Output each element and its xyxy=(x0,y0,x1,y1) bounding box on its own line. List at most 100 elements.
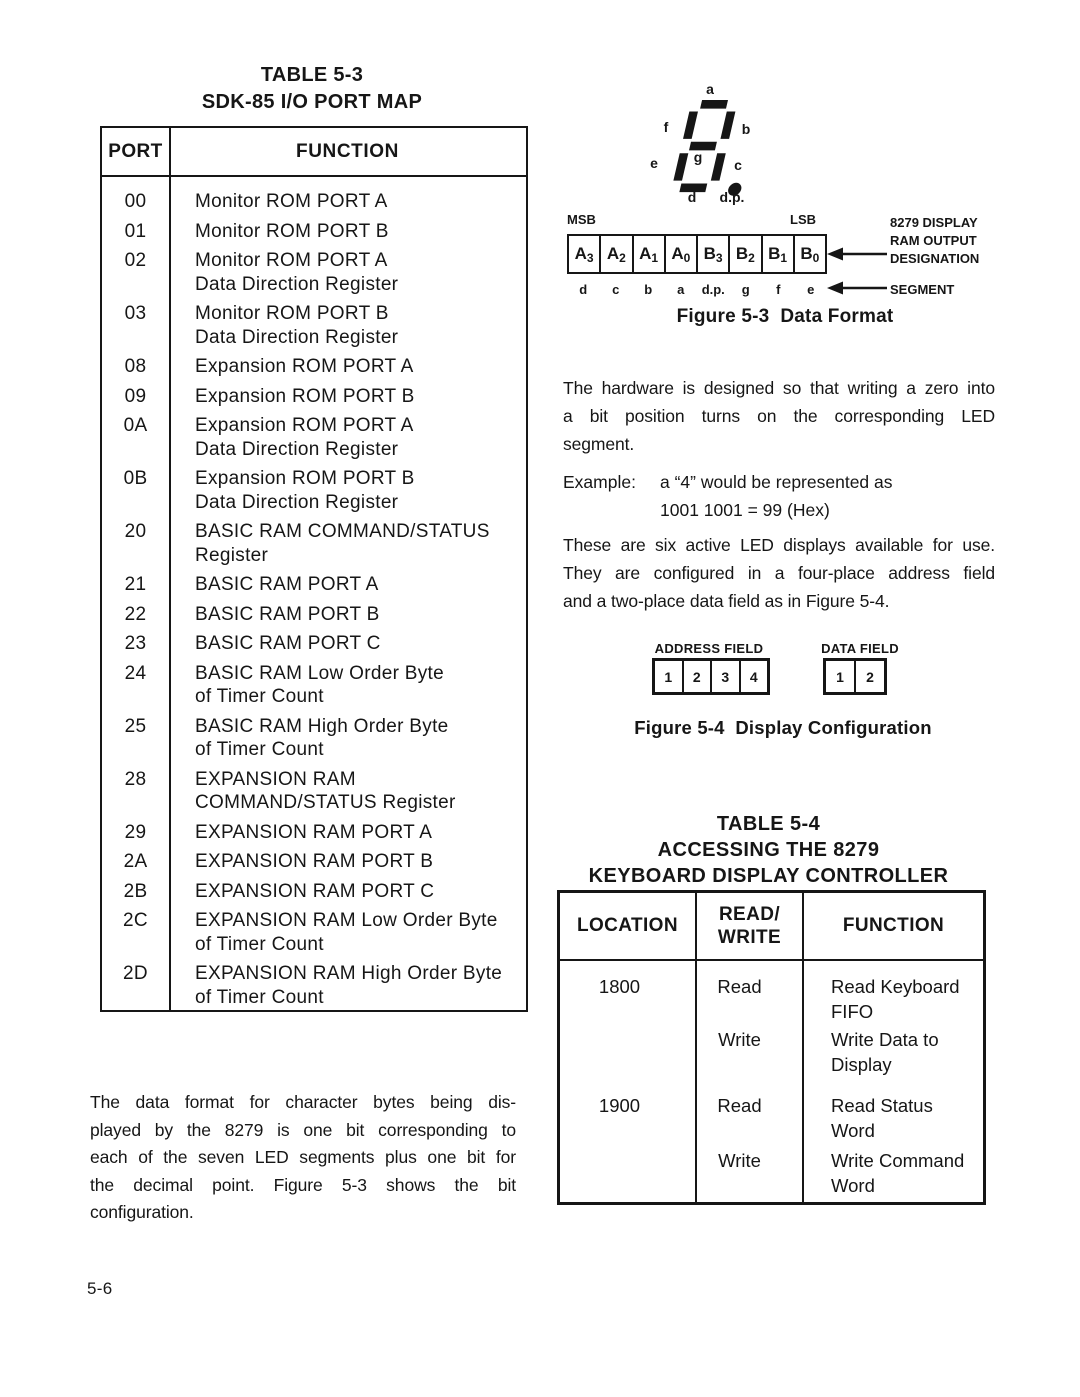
segment-f xyxy=(683,111,698,139)
function-line: Monitor ROM PORT B xyxy=(195,220,389,242)
table54-title-line1: TABLE 5-4 xyxy=(716,813,821,835)
segment-label-d: d xyxy=(688,189,697,205)
bit-subscript: 0 xyxy=(683,251,691,265)
segment-d xyxy=(679,183,708,193)
segment-label-f: f xyxy=(664,119,669,135)
function-cell: Monitor ROM PORT B xyxy=(169,220,526,244)
segment-label-b: b xyxy=(742,121,751,137)
table53-title: TABLE 5-3 SDK-85 I/O PORT MAP xyxy=(100,62,524,116)
port-cell: 29 xyxy=(124,821,147,843)
table-row: 08 Expansion ROM PORT A xyxy=(102,355,526,379)
arrow-graphics xyxy=(827,247,887,295)
function-line: of Timer Count xyxy=(195,986,324,1008)
port-cell: 0A xyxy=(123,415,148,436)
function-line: Write Data to xyxy=(831,1029,939,1050)
function-line: Expansion ROM PORT B xyxy=(195,468,415,489)
example-line: a “4” would be represented as xyxy=(660,472,893,492)
segment-letter: c xyxy=(612,282,620,297)
data-cell: 1 xyxy=(826,661,856,692)
location-cell xyxy=(560,1148,695,1198)
data-cell: 2 xyxy=(866,668,874,685)
function-line: BASIC RAM PORT A xyxy=(195,574,379,595)
function-line: Word xyxy=(831,1120,875,1141)
table54-header-write: WRITE xyxy=(717,927,782,948)
segment-letter: g xyxy=(741,282,750,297)
port-cell: 2B xyxy=(123,880,148,902)
segment-arrowhead xyxy=(827,281,843,295)
paragraph-line: each of the seven LED segments plus one … xyxy=(90,1147,516,1167)
function-cell: Expansion ROM PORT B xyxy=(169,385,526,409)
table54-header-read: READ/ xyxy=(718,904,781,925)
paragraph-displays: These are six active LED displays availa… xyxy=(563,531,995,615)
location-cell: 1900 xyxy=(598,1095,641,1116)
location-cell xyxy=(560,1027,695,1077)
page-number: 5-6 xyxy=(87,1279,113,1298)
seven-segment-digit xyxy=(673,100,742,196)
table-row: 2B EXPANSION RAM PORT C xyxy=(102,880,526,904)
function-line: Monitor ROM PORT A xyxy=(195,250,388,271)
function-line: Expansion ROM PORT A xyxy=(195,415,414,436)
function-cell: Expansion ROM PORT A xyxy=(169,355,526,379)
table54-title: TABLE 5-4 ACCESSING THE 8279 KEYBOARD DI… xyxy=(557,811,980,889)
address-cell: 1 xyxy=(655,661,684,692)
port-cell: 24 xyxy=(124,662,147,684)
table53-header-function: FUNCTION xyxy=(296,140,399,162)
designation-arrowhead xyxy=(827,247,843,261)
function-cell: Write Data to Display xyxy=(804,1027,983,1077)
segment-letter: f xyxy=(776,282,781,297)
port-cell: 21 xyxy=(124,574,147,595)
function-line: BASIC RAM Low Order Byte xyxy=(195,662,444,684)
port-cell: 23 xyxy=(124,633,147,654)
segment-label-dp: d.p. xyxy=(720,189,745,205)
bit-subscript: 3 xyxy=(715,251,723,265)
table54-title-line2: ACCESSING THE 8279 xyxy=(657,839,880,861)
function-line: Monitor ROM PORT A xyxy=(195,191,388,212)
function-line: Monitor ROM PORT B xyxy=(195,303,389,324)
function-line: FIFO xyxy=(831,1001,874,1022)
segment-letter: b xyxy=(644,282,653,297)
function-cell: Monitor ROM PORT A xyxy=(169,190,526,214)
table-row: 21 BASIC RAM PORT A xyxy=(102,573,526,597)
function-line: Display xyxy=(831,1054,892,1075)
paragraph-hardware: The hardware is designed so that writing… xyxy=(563,374,995,458)
readwrite-cell: Read xyxy=(717,1095,762,1116)
paragraph-line: The hardware is designed so that writing… xyxy=(563,378,995,398)
port-cell: 08 xyxy=(124,356,147,377)
table53-header-port: PORT xyxy=(108,140,163,162)
segment-a xyxy=(700,100,728,109)
function-line: BASIC RAM High Order Byte xyxy=(195,715,449,737)
function-line: EXPANSION RAM PORT B xyxy=(195,851,434,872)
table54-divider-2 xyxy=(802,961,804,1202)
bit-subscript: 1 xyxy=(780,251,788,265)
bit-label: B xyxy=(800,244,813,263)
designation-line: RAM OUTPUT xyxy=(890,233,977,248)
port-cell: 2D xyxy=(123,963,148,984)
example-label: Example: xyxy=(563,472,636,492)
function-line: Word xyxy=(831,1175,875,1196)
function-line: BASIC RAM PORT C xyxy=(195,633,381,654)
function-cell: EXPANSION RAM PORT C xyxy=(169,880,526,904)
bit-label: A xyxy=(574,244,587,263)
port-cell: 09 xyxy=(124,385,147,407)
